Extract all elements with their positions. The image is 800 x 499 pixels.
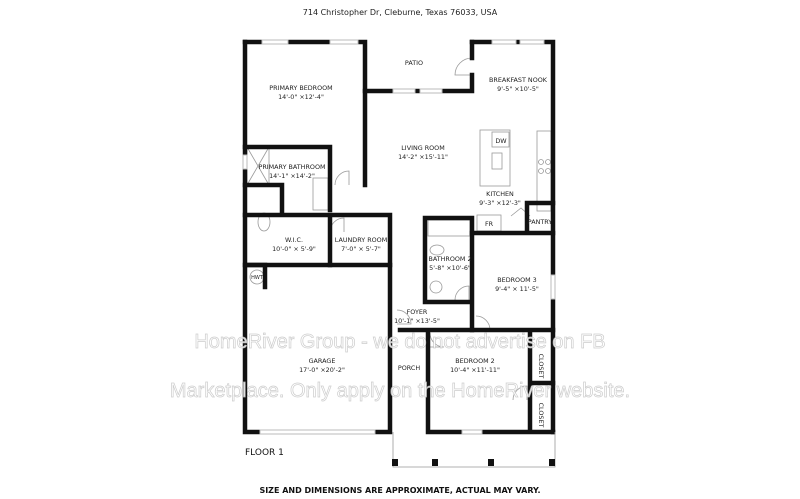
address: 714 Christopher Dr, Cleburne, Texas 7603… xyxy=(303,8,498,17)
room-label: CLOSET xyxy=(537,354,545,379)
window xyxy=(461,429,483,435)
room-label: W.I.C. xyxy=(285,236,303,244)
fixtures xyxy=(246,57,552,401)
room-label: PORCH xyxy=(398,364,420,372)
window xyxy=(491,39,517,45)
window xyxy=(242,154,248,170)
porch-post xyxy=(432,459,438,466)
window xyxy=(392,88,416,94)
vanity xyxy=(312,177,329,211)
room-label: FOYER xyxy=(407,308,428,316)
room-label: PANTRY xyxy=(528,218,553,226)
burner-icon xyxy=(545,168,551,174)
room-label: LAUNDRY ROOM xyxy=(335,236,387,244)
room-label: PRIMARY BEDROOM xyxy=(269,84,332,92)
room-dims: 9'-3" ×12'-3" xyxy=(479,199,521,207)
room-dims: 5'-8" ×10'-6" xyxy=(429,264,471,272)
burner-icon xyxy=(545,159,551,165)
room-label: LIVING ROOM xyxy=(401,144,444,152)
counter xyxy=(536,130,552,212)
bathtub xyxy=(427,219,471,237)
door-primary-bath xyxy=(334,170,350,186)
footer-note: SIZE AND DIMENSIONS ARE APPROXIMATE, ACT… xyxy=(259,486,540,495)
watermark-line-1: HomeRiver Group - we do not advertise on… xyxy=(194,331,605,353)
room-label: BEDROOM 2 xyxy=(455,357,494,365)
porch-post xyxy=(549,459,555,466)
room-label: PRIMARY BATHROOM xyxy=(258,163,325,171)
wall xyxy=(242,262,268,290)
porch-outline xyxy=(392,432,556,468)
porch-post xyxy=(392,459,398,466)
door-bath2 xyxy=(454,285,470,301)
porch-post xyxy=(488,459,494,466)
room-dims: 14'-0" ×12'-4" xyxy=(278,93,324,101)
door-closet xyxy=(512,385,528,401)
floor-label: FLOOR 1 xyxy=(245,448,284,458)
wall xyxy=(242,144,333,213)
wall xyxy=(422,215,475,333)
door-patio xyxy=(454,57,473,76)
wall xyxy=(362,39,475,94)
door-foyer xyxy=(396,309,412,325)
room-dims: 7'-0" × 5'-7" xyxy=(341,245,381,253)
burner-icon xyxy=(538,168,544,174)
garage-door xyxy=(259,429,376,435)
room-dims: 9'-4" × 11'-5" xyxy=(495,285,539,293)
kitchen-island xyxy=(479,129,511,187)
fridge-label: FR xyxy=(485,220,494,228)
room-label: BEDROOM 3 xyxy=(497,276,536,284)
room-label: PATIO xyxy=(405,59,423,67)
window xyxy=(550,274,556,300)
water-heater-label: HWT xyxy=(251,275,264,281)
wall xyxy=(397,327,556,435)
room-dims: 9'-5" ×10'-5" xyxy=(497,85,539,93)
wall xyxy=(469,200,556,236)
room-dims: 14'-2" ×15'-11" xyxy=(398,153,448,161)
shower-mark xyxy=(246,146,270,186)
window xyxy=(329,39,359,45)
window xyxy=(261,39,289,45)
watermark-line-2: Marketplace. Only apply on the HomeRiver… xyxy=(170,380,630,402)
room-dims: 17'-0" ×20'-2" xyxy=(299,366,345,374)
room-label: BATHROOM 2 xyxy=(428,255,471,263)
dishwasher-label: DW xyxy=(495,137,507,145)
dishwasher xyxy=(491,131,510,148)
walls xyxy=(242,39,556,468)
room-dims: 14'-1" ×14'-2" xyxy=(269,172,315,180)
room-dims: 10'-4" ×11'-11" xyxy=(450,366,500,374)
burner-icon xyxy=(538,159,544,165)
sink-icon xyxy=(491,152,503,170)
room-label: CLOSET xyxy=(537,403,545,428)
toilet-icon xyxy=(429,244,445,256)
room-dims: 10'-1" ×13'-5" xyxy=(394,317,440,325)
room-label: KITCHEN xyxy=(486,190,514,198)
window xyxy=(419,88,443,94)
room-dims: 10'-0" × 5'-9" xyxy=(272,245,316,253)
room-label: BREAKFAST NOOK xyxy=(489,76,548,84)
room-label: GARAGE xyxy=(309,357,336,365)
sink-icon xyxy=(429,280,443,294)
wall xyxy=(242,182,393,268)
window xyxy=(519,39,545,45)
wall xyxy=(242,39,393,435)
